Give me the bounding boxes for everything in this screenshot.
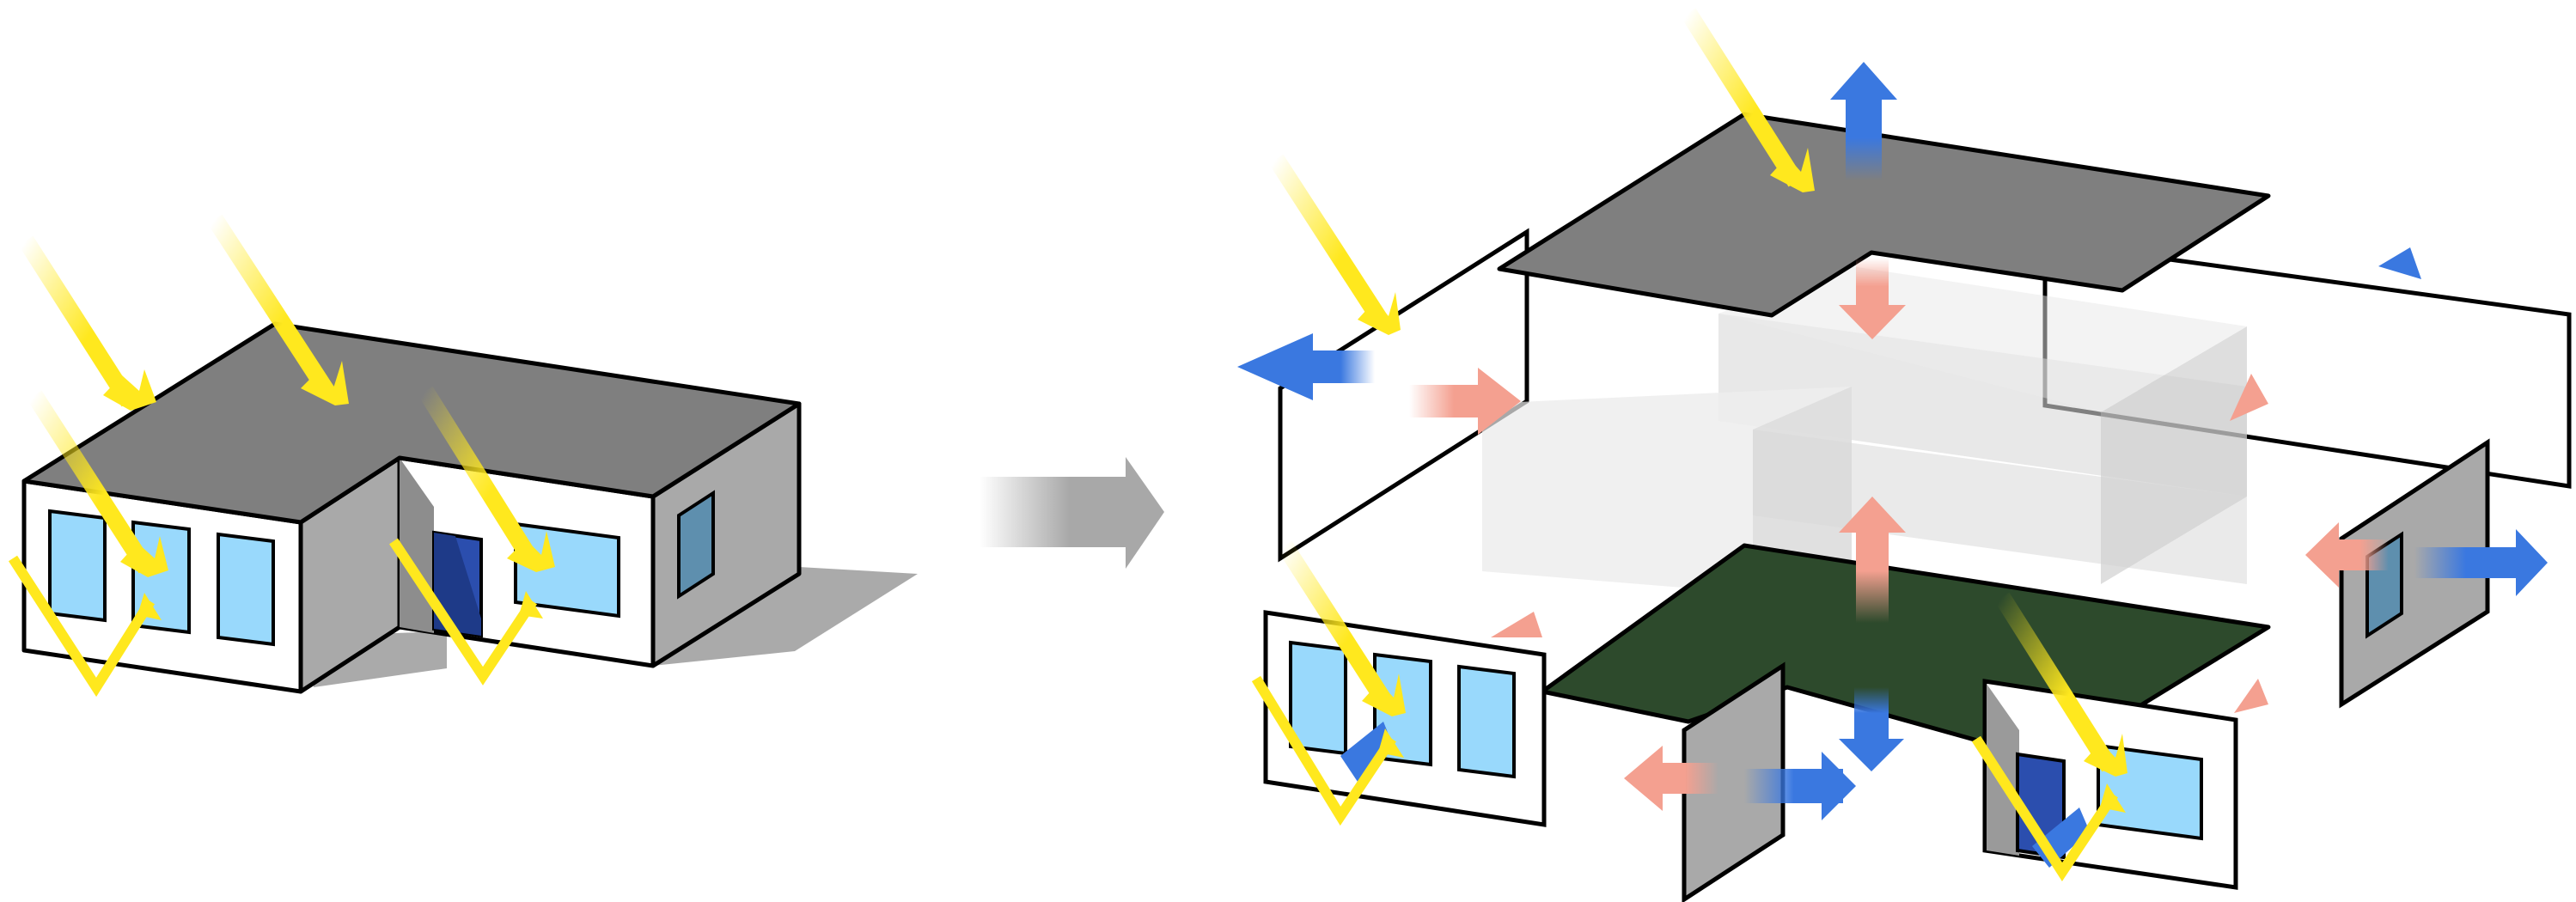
blue-arrow-window-left <box>1340 722 1394 782</box>
panel-wall-shade <box>1987 684 2019 856</box>
side-window <box>677 490 715 600</box>
notch-wall-panel <box>1682 661 1785 902</box>
reflection-heads-left <box>137 591 543 620</box>
panel-window-1 <box>1289 640 1347 756</box>
blue-arrow-back <box>2378 247 2421 279</box>
pink-arrow-right <box>2234 679 2268 713</box>
pink-arrow-floor <box>1491 612 1542 637</box>
pink-arrow-back <box>2230 374 2268 421</box>
assembled-house <box>8 214 918 698</box>
window-1 <box>48 509 107 623</box>
door-shade <box>434 533 481 636</box>
sun-arrowheads-left <box>103 361 555 577</box>
reflection-rays-right <box>1251 675 2118 881</box>
sun-rays-right <box>1268 8 2117 772</box>
reflection-heads-right <box>1378 728 2126 813</box>
panel-window-3 <box>1457 664 1516 779</box>
exploded-house <box>1237 8 2572 902</box>
sun-arrowheads-right <box>1358 148 2127 777</box>
interior-volume <box>1482 266 2247 610</box>
window-4 <box>514 521 620 619</box>
transition-arrow <box>980 457 1164 569</box>
sun-rays-left <box>18 214 540 574</box>
heat-loss-arrows <box>1237 62 2548 868</box>
heat-gain-arrows <box>1409 258 2389 811</box>
reflection-rays-left <box>8 538 537 698</box>
left-wall-panel <box>1278 228 1529 563</box>
window-3 <box>217 532 275 647</box>
